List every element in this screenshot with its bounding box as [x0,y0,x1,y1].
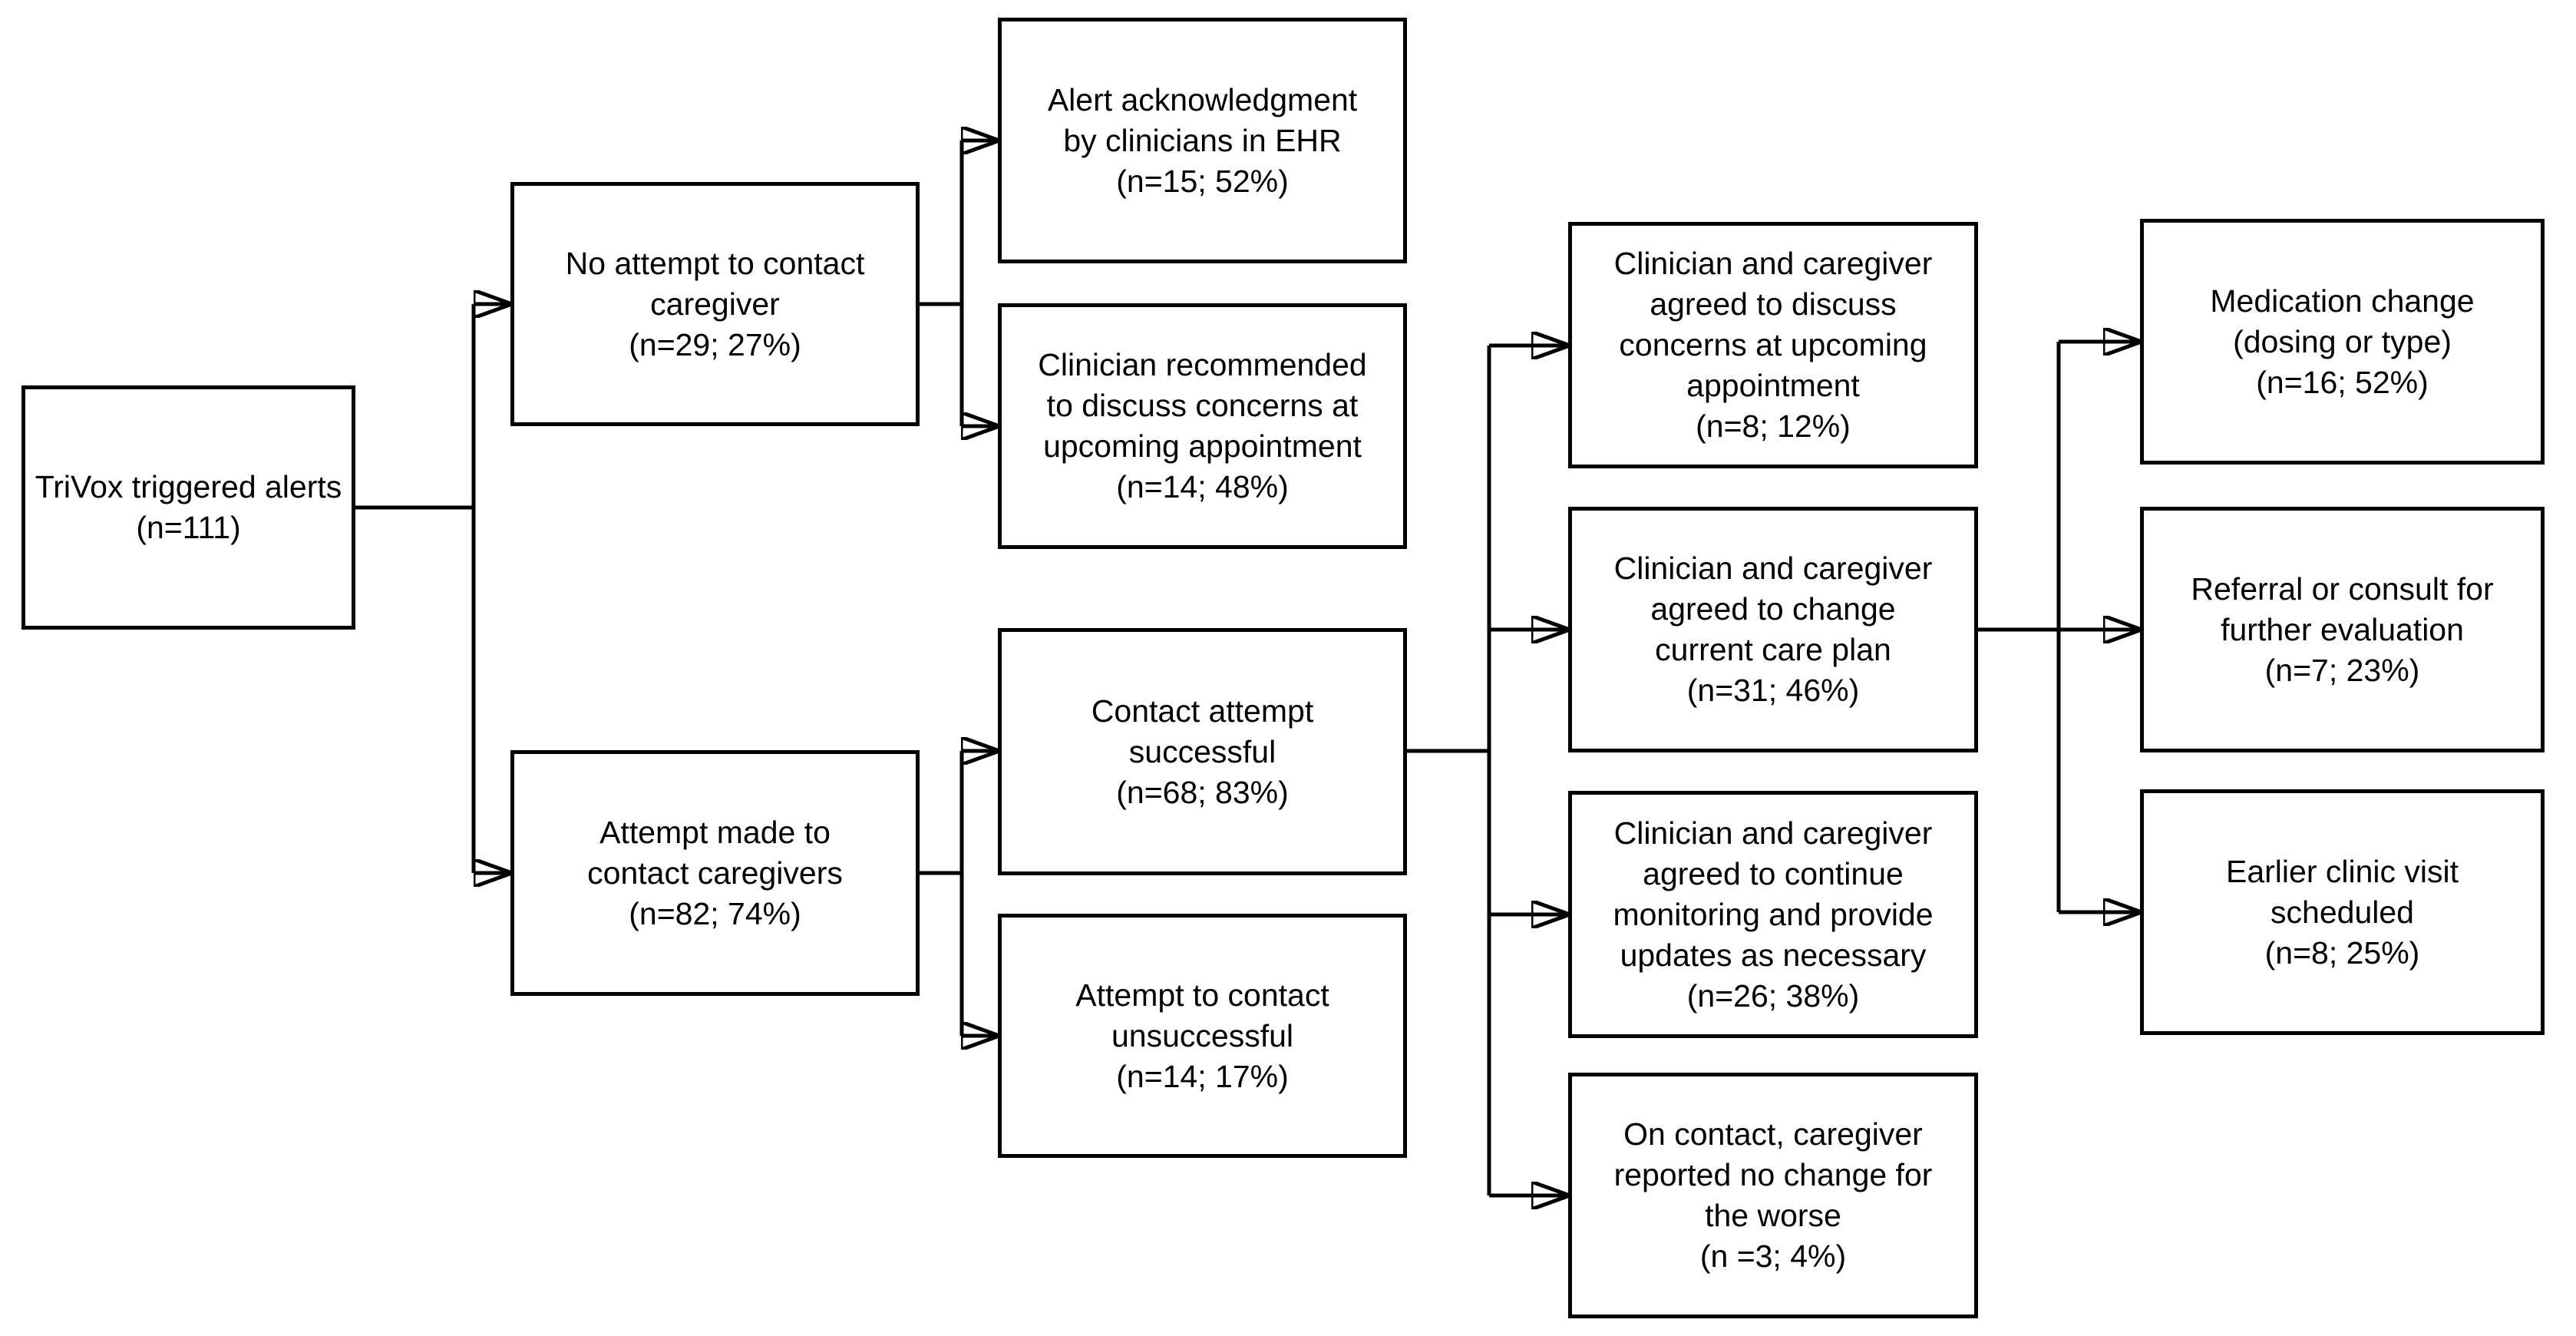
node-attempt-made-to-contact: Attempt made to contact caregivers (n=82… [510,750,920,996]
node-referral-or-consult: Referral or consult for further evaluati… [2140,507,2545,752]
node-agreed-to-continue-monitoring: Clinician and caregiver agreed to contin… [1568,791,1978,1038]
node-clinician-recommended-discuss: Clinician recommended to discuss concern… [998,303,1407,549]
node-attempt-to-contact-unsuccessful: Attempt to contact unsuccessful (n=14; 1… [998,914,1407,1158]
node-earlier-clinic-visit: Earlier clinic visit scheduled (n=8; 25%… [2140,789,2545,1035]
node-no-attempt-to-contact: No attempt to contact caregiver (n=29; 2… [510,182,920,426]
node-reported-no-change-for-worse: On contact, caregiver reported no change… [1568,1073,1978,1318]
node-trivox-triggered-alerts: TriVox triggered alerts (n=111) [21,385,355,630]
node-agreed-to-discuss-concerns: Clinician and caregiver agreed to discus… [1568,222,1978,468]
node-agreed-to-change-care-plan: Clinician and caregiver agreed to change… [1568,507,1978,752]
node-medication-change: Medication change (dosing or type) (n=16… [2140,219,2545,465]
node-alert-acknowledgment: Alert acknowledgment by clinicians in EH… [998,18,1407,263]
node-contact-attempt-successful: Contact attempt successful (n=68; 83%) [998,628,1407,875]
